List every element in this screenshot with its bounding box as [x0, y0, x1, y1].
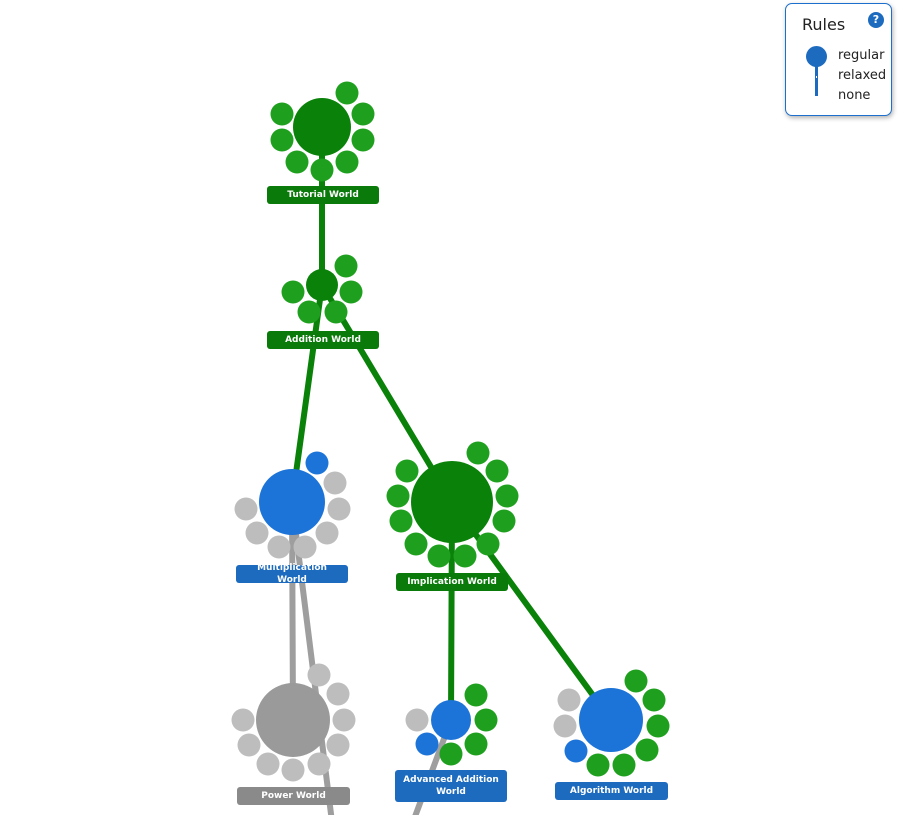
world-node-power[interactable] [256, 683, 330, 757]
level-tutorial-6[interactable] [285, 150, 309, 174]
level-advanced-addition-6[interactable] [405, 708, 429, 732]
level-algorithm-6[interactable] [586, 753, 610, 777]
level-algorithm-4[interactable] [635, 738, 659, 762]
level-implication-10[interactable] [386, 484, 410, 508]
world-node-implication[interactable] [411, 461, 493, 543]
level-power-3[interactable] [332, 708, 356, 732]
level-multiplication-1[interactable] [305, 451, 329, 475]
level-implication-4[interactable] [492, 509, 516, 533]
rules-option-relaxed[interactable]: relaxed [838, 68, 887, 83]
slider-tick [816, 76, 817, 78]
level-implication-7[interactable] [427, 544, 451, 568]
connection-addition-implication [319, 282, 455, 505]
question-mark-icon[interactable]: ? [868, 12, 884, 28]
level-algorithm-3[interactable] [646, 714, 670, 738]
world-tutorial[interactable] [270, 81, 375, 182]
world-node-algorithm[interactable] [579, 688, 643, 752]
level-addition-5[interactable] [281, 280, 305, 304]
level-tutorial-2[interactable] [351, 102, 375, 126]
level-algorithm-7[interactable] [564, 739, 588, 763]
level-implication-9[interactable] [389, 509, 413, 533]
level-advanced-addition-3[interactable] [464, 732, 488, 756]
level-advanced-addition-5[interactable] [415, 732, 439, 756]
level-implication-5[interactable] [476, 532, 500, 556]
level-power-2[interactable] [326, 682, 350, 706]
level-multiplication-5[interactable] [293, 535, 317, 559]
world-implication[interactable] [386, 441, 519, 568]
world-algorithm[interactable] [553, 669, 670, 777]
world-addition[interactable] [281, 254, 363, 324]
world-label-tutorial[interactable]: Tutorial World [267, 186, 379, 204]
world-multiplication[interactable] [234, 451, 351, 559]
level-tutorial-5[interactable] [310, 158, 334, 182]
world-nodes [231, 81, 670, 782]
world-power[interactable] [231, 663, 356, 782]
world-advanced-addition[interactable] [405, 683, 498, 766]
world-label-implication[interactable]: Implication World [396, 573, 508, 591]
level-algorithm-8[interactable] [553, 714, 577, 738]
world-node-advanced-addition[interactable] [431, 700, 471, 740]
level-addition-4[interactable] [297, 300, 321, 324]
level-advanced-addition-4[interactable] [439, 742, 463, 766]
level-addition-1[interactable] [334, 254, 358, 278]
world-node-tutorial[interactable] [293, 98, 351, 156]
level-implication-2[interactable] [485, 459, 509, 483]
connection-addition-multiplication [289, 282, 325, 505]
world-label-algorithm[interactable]: Algorithm World [555, 782, 668, 800]
level-multiplication-2[interactable] [323, 471, 347, 495]
level-advanced-addition-2[interactable] [474, 708, 498, 732]
level-power-7[interactable] [256, 752, 280, 776]
level-power-4[interactable] [326, 733, 350, 757]
rules-option-none[interactable]: none [838, 88, 871, 103]
level-algorithm-5[interactable] [612, 753, 636, 777]
level-addition-2[interactable] [339, 280, 363, 304]
level-power-6[interactable] [281, 758, 305, 782]
level-multiplication-4[interactable] [315, 521, 339, 545]
level-tutorial-4[interactable] [335, 150, 359, 174]
world-label-power[interactable]: Power World [237, 787, 350, 805]
level-advanced-addition-1[interactable] [464, 683, 488, 707]
level-algorithm-1[interactable] [624, 669, 648, 693]
rules-option-regular[interactable]: regular [838, 48, 885, 63]
level-power-9[interactable] [231, 708, 255, 732]
rules-title: Rules [802, 15, 846, 34]
level-multiplication-8[interactable] [234, 497, 258, 521]
level-power-5[interactable] [307, 752, 331, 776]
level-implication-3[interactable] [495, 484, 519, 508]
level-multiplication-3[interactable] [327, 497, 351, 521]
slider-handle[interactable] [806, 46, 827, 67]
world-label-advanced-addition[interactable]: Advanced Addition World [395, 770, 507, 802]
level-multiplication-6[interactable] [267, 535, 291, 559]
level-algorithm-9[interactable] [557, 688, 581, 712]
level-power-1[interactable] [307, 663, 331, 687]
level-tutorial-8[interactable] [270, 102, 294, 126]
level-tutorial-1[interactable] [335, 81, 359, 105]
level-multiplication-7[interactable] [245, 521, 269, 545]
level-power-8[interactable] [237, 733, 261, 757]
level-algorithm-2[interactable] [642, 688, 666, 712]
world-label-multiplication[interactable]: Multiplication World [236, 563, 348, 585]
world-label-addition[interactable]: Addition World [267, 331, 379, 349]
rules-slider[interactable] [806, 46, 828, 100]
level-tutorial-7[interactable] [270, 128, 294, 152]
rules-panel: Rules ? regular relaxed none [785, 3, 892, 116]
world-node-multiplication[interactable] [259, 469, 325, 535]
level-implication-8[interactable] [404, 532, 428, 556]
level-implication-1[interactable] [466, 441, 490, 465]
world-node-addition[interactable] [306, 269, 338, 301]
level-implication-11[interactable] [395, 459, 419, 483]
level-addition-3[interactable] [324, 300, 348, 324]
level-implication-6[interactable] [453, 544, 477, 568]
level-tutorial-3[interactable] [351, 128, 375, 152]
